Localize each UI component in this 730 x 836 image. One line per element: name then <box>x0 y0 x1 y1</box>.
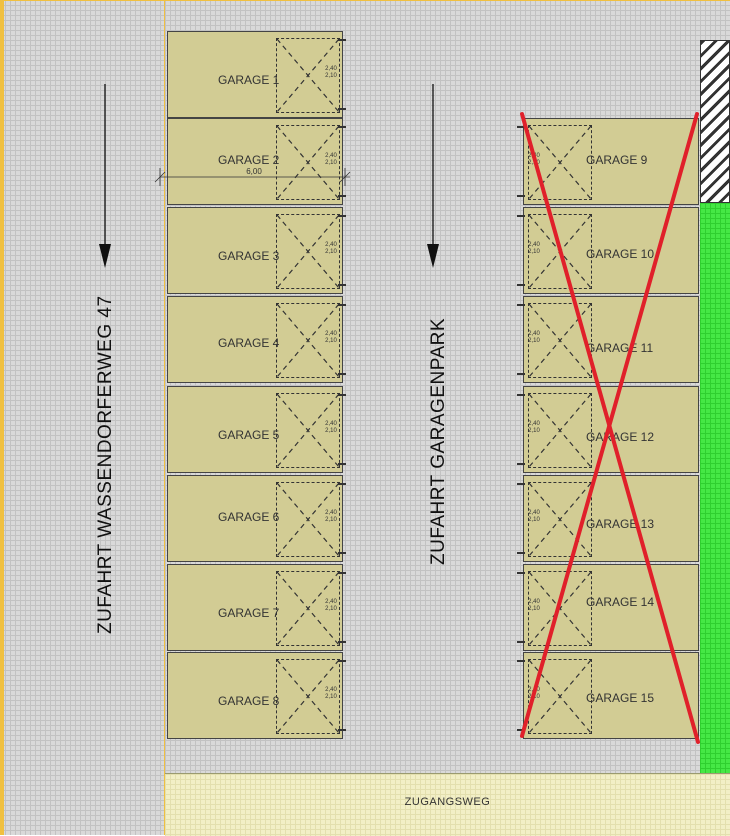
access-road-area <box>4 0 165 835</box>
door-hinge-mark <box>517 552 525 554</box>
door-hinge-mark <box>517 215 525 217</box>
garage-9: GARAGE 92,402,10 <box>523 118 699 205</box>
garage-door <box>276 125 340 200</box>
door-hinge-mark <box>338 572 346 574</box>
garage-door <box>276 393 340 468</box>
door-hinge-mark <box>517 729 525 731</box>
door-hinge-mark <box>517 641 525 643</box>
hatched-wall <box>700 40 730 203</box>
garage-label: GARAGE 3 <box>218 249 280 263</box>
garage-door <box>276 214 340 289</box>
door-hinge-mark <box>517 284 525 286</box>
garage-15: GARAGE 152,402,10 <box>523 652 699 739</box>
garage-door <box>276 482 340 557</box>
garage-label: GARAGE 4 <box>218 336 280 350</box>
door-hinge-mark <box>338 108 346 110</box>
garage-door <box>528 482 592 557</box>
plan-border-top <box>0 0 730 1</box>
door-hinge-mark <box>517 463 525 465</box>
door-hinge-mark <box>338 641 346 643</box>
garage-label: GARAGE 1 <box>218 73 280 87</box>
garage-label: GARAGE 7 <box>218 606 280 620</box>
door-hinge-mark <box>338 729 346 731</box>
plan-border-left <box>0 0 4 835</box>
door-hinge-mark <box>517 373 525 375</box>
garage-door <box>528 571 592 646</box>
garage-label: GARAGE 11 <box>586 341 654 355</box>
door-hinge-mark <box>517 195 525 197</box>
garage-label: GARAGE 12 <box>586 430 655 444</box>
garage-door <box>276 571 340 646</box>
garage-label: GARAGE 15 <box>586 691 655 705</box>
arrow-down-icon-middle <box>427 84 439 268</box>
door-hinge-mark <box>517 572 525 574</box>
garage-door <box>276 659 340 734</box>
garage-label: GARAGE 14 <box>586 595 655 609</box>
garage-label: GARAGE 2 <box>218 153 280 167</box>
door-hinge-mark <box>338 39 346 41</box>
door-hinge-mark <box>517 394 525 396</box>
door-hinge-mark <box>338 552 346 554</box>
access-path-label: ZUGANGSWEG <box>404 796 491 808</box>
dimension-label: 6,00 <box>246 167 262 176</box>
garage-label: GARAGE 8 <box>218 694 280 708</box>
garage-label: GARAGE 9 <box>586 153 648 167</box>
garage-label: GARAGE 5 <box>218 428 280 442</box>
door-hinge-mark <box>517 126 525 128</box>
door-hinge-mark <box>338 126 346 128</box>
door-hinge-mark <box>338 373 346 375</box>
door-hinge-mark <box>517 483 525 485</box>
garage-door <box>528 393 592 468</box>
door-hinge-mark <box>517 304 525 306</box>
door-hinge-mark <box>338 660 346 662</box>
garage-label: GARAGE 6 <box>218 510 280 524</box>
door-hinge-mark <box>338 304 346 306</box>
garage-door <box>528 659 592 734</box>
garage-door <box>276 303 340 378</box>
arrow-down-icon-left <box>99 84 111 268</box>
door-hinge-mark <box>338 394 346 396</box>
door-hinge-mark <box>338 463 346 465</box>
door-hinge-mark <box>338 215 346 217</box>
green-area <box>700 203 730 773</box>
door-hinge-mark <box>517 660 525 662</box>
garage-door <box>276 38 340 113</box>
garage-label: GARAGE 10 <box>586 247 655 261</box>
garage-door <box>528 303 592 378</box>
door-hinge-mark <box>338 483 346 485</box>
access-path: ZUGANGSWEG <box>165 773 730 836</box>
door-hinge-mark <box>338 195 346 197</box>
garage-door <box>528 125 592 200</box>
door-hinge-mark <box>338 284 346 286</box>
